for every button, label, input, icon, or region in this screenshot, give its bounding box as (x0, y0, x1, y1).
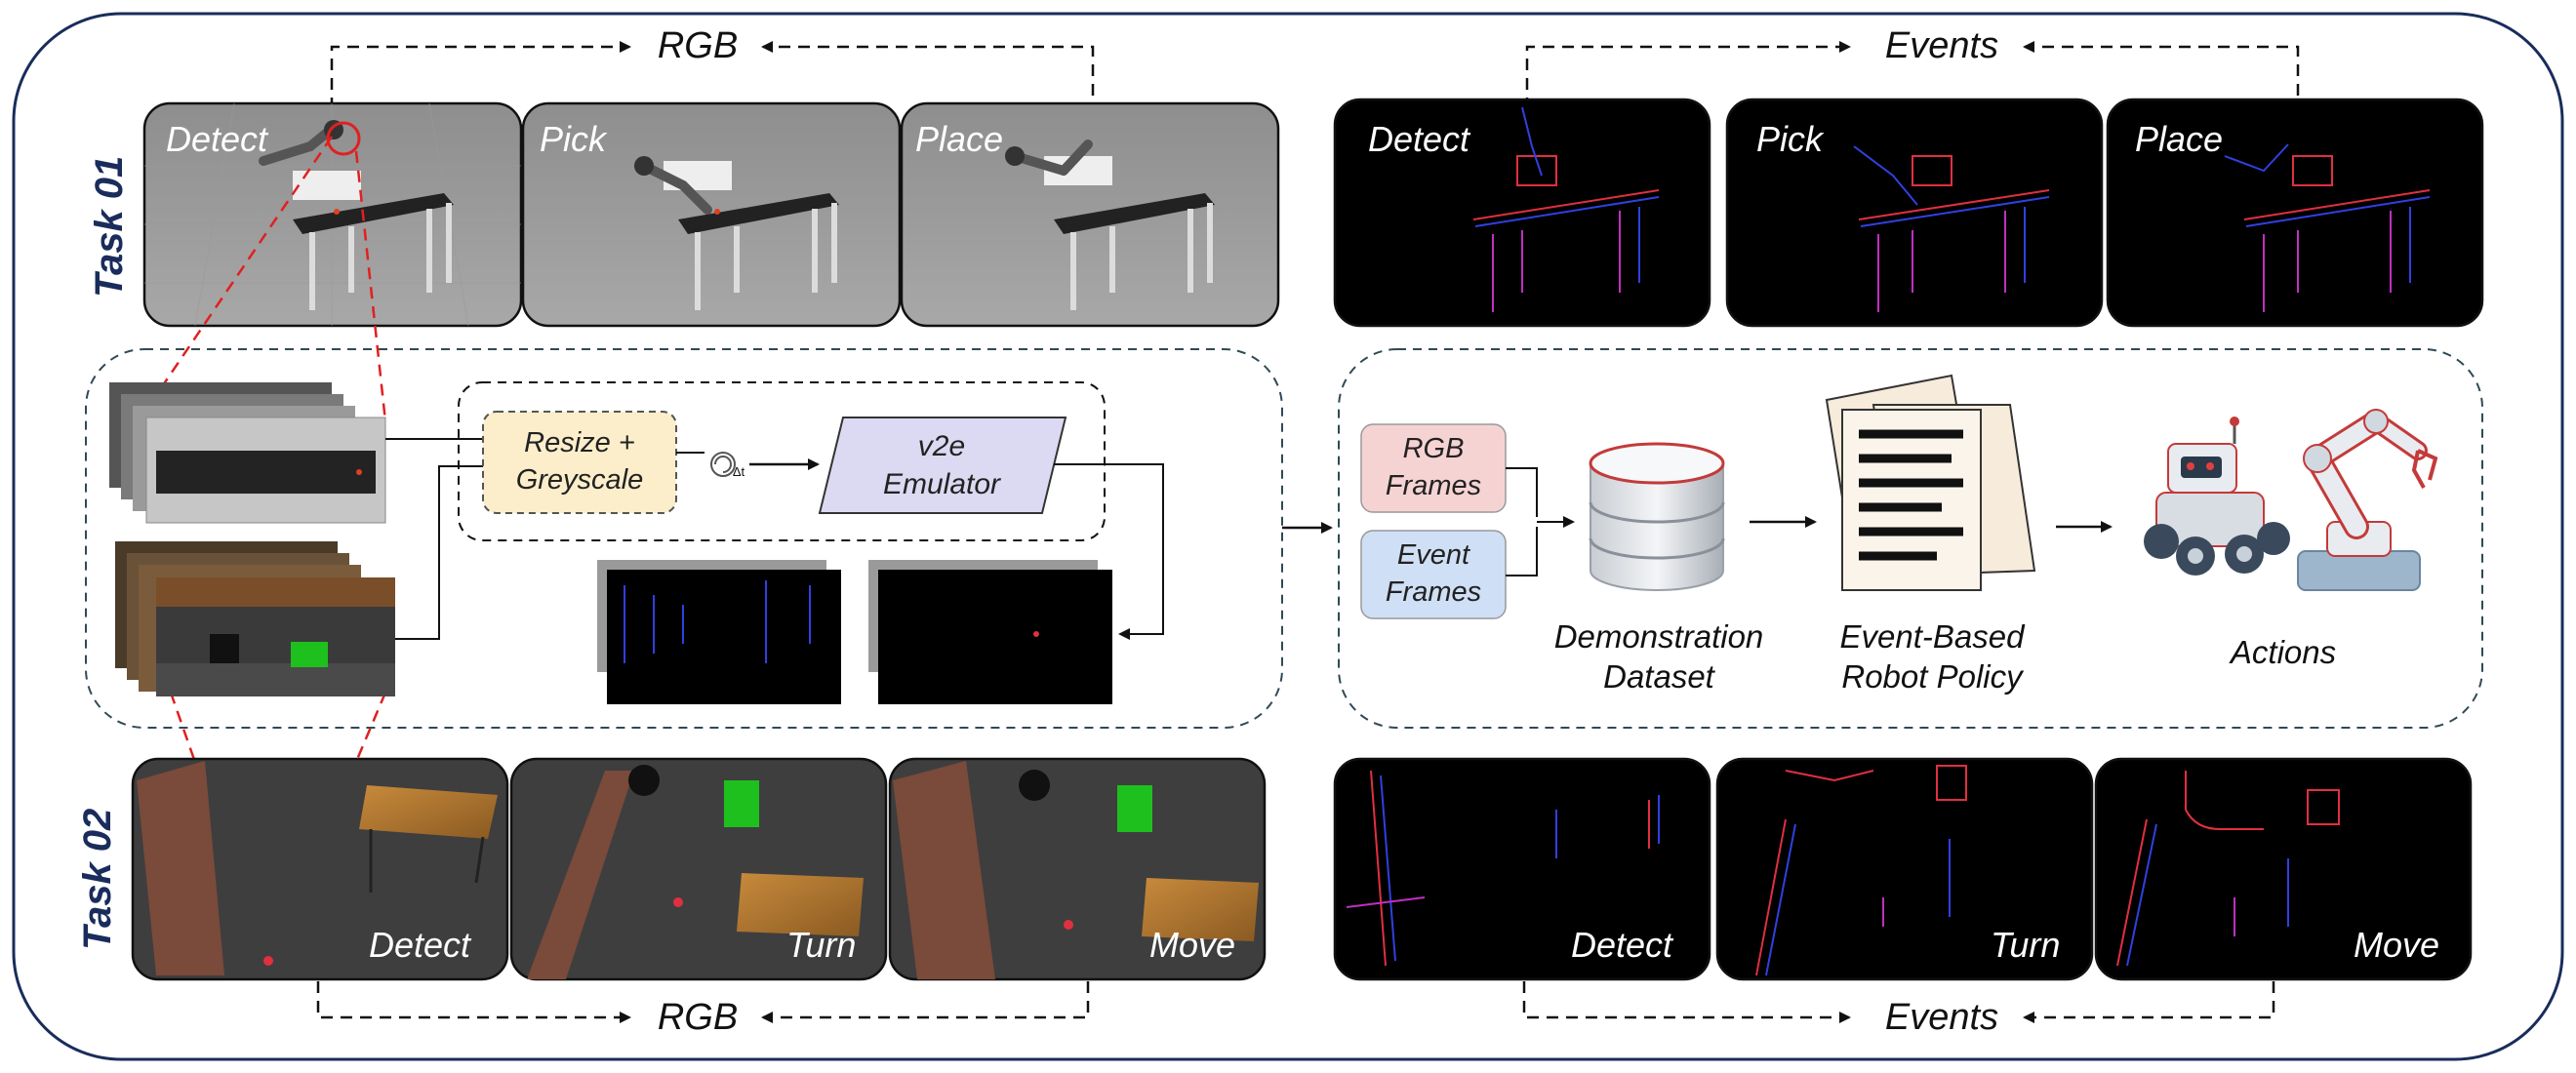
task2-rgb-turn-label: Turn (786, 925, 857, 965)
outer-frame (12, 12, 2564, 1061)
emulation-subcontainer (458, 381, 1106, 541)
task1-event-detect-label: Detect (1368, 119, 1470, 159)
rgb-top-arrows (330, 41, 1095, 109)
resize-box (482, 411, 677, 514)
actions-label: Actions (2230, 634, 2337, 670)
task1-rgb-pick-label: Pick (540, 119, 607, 159)
task2-event-turn-label: Turn (1991, 925, 2061, 965)
task1-rgb-pick (521, 101, 902, 328)
events-bottom-arrows (1522, 981, 2275, 1023)
task1-event-place-label: Place (2135, 119, 2224, 159)
delta-t-icon (710, 452, 736, 477)
pipeline-container (85, 348, 1283, 729)
task1-label: Task 01 (88, 155, 131, 298)
task2-event-panels (1333, 757, 2473, 981)
resize-label: Resize + Greyscale (515, 427, 644, 496)
zoom-circle-top (326, 121, 361, 156)
task1-event-pick (1725, 98, 2104, 328)
task2-rgb-move (888, 757, 1267, 981)
frame-stack-task1 (109, 382, 386, 524)
policy-container (1338, 348, 2483, 729)
task2-rgb-detect-label: Detect (369, 925, 471, 965)
delta-t-label: Δt (732, 464, 745, 479)
task2-event-detect-label: Detect (1571, 925, 1673, 965)
task1-event-panels (1333, 98, 2484, 328)
task2-event-move-label: Move (2354, 925, 2440, 965)
task2-label: Task 02 (76, 808, 119, 950)
policy-document-icon (1825, 374, 2036, 591)
dataset-label: Demonstration Dataset (1553, 618, 1764, 695)
task1-rgb-place (900, 101, 1280, 328)
robot-arm-icon (2297, 409, 2438, 591)
task2-event-detect (1333, 757, 1711, 981)
task2-rgb-panels (131, 757, 1267, 981)
task1-rgb-panels (142, 101, 1280, 328)
rgb-bottom-label: RGB (657, 997, 739, 1038)
task1-event-detect (1333, 98, 1711, 328)
emulator-box (818, 417, 1067, 514)
rgb-bottom-arrows (316, 981, 1090, 1023)
event-output-frames (597, 560, 1112, 704)
task1-event-pick-label: Pick (1756, 119, 1824, 159)
policy-label: Event-Based Robot Policy (1839, 618, 2025, 695)
emulator-label: v2e Emulator (882, 430, 1001, 500)
events-top-label: Events (1884, 25, 1999, 66)
frame-stack-task2 (115, 541, 395, 696)
task2-rgb-turn (509, 757, 888, 981)
events-bottom-label: Events (1884, 997, 1999, 1038)
rgb-top-label: RGB (657, 25, 739, 66)
task1-event-place (2106, 98, 2484, 328)
task2-event-move (2094, 757, 2473, 981)
mobile-robot-icon (2144, 417, 2290, 576)
database-icon (1589, 442, 1725, 591)
events-top-arrows (1525, 41, 2300, 109)
task2-event-turn (1715, 757, 2094, 981)
rgb-frames-label: RGB Frames (1385, 433, 1482, 501)
task1-rgb-place-label: Place (915, 119, 1004, 159)
task2-rgb-detect (131, 757, 509, 981)
event-frames-label: Event Frames (1385, 539, 1482, 608)
task1-rgb-detect-label: Detect (166, 119, 268, 159)
task2-rgb-move-label: Move (1149, 925, 1236, 965)
